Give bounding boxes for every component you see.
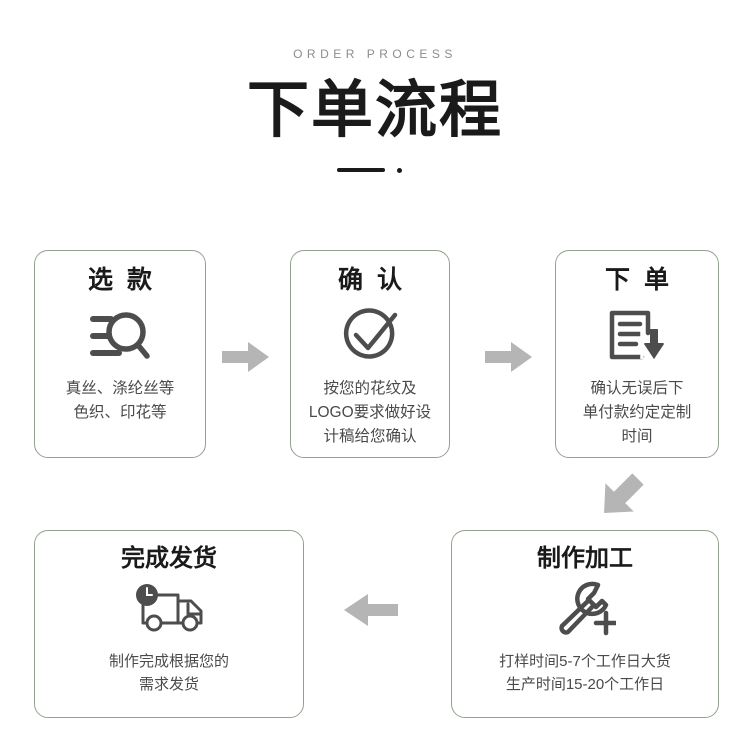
step-title: 制作加工 xyxy=(537,545,633,572)
arrow-down-left-icon xyxy=(595,470,647,527)
divider-dot xyxy=(397,168,402,173)
step-title: 下 单 xyxy=(605,266,669,294)
arrow-left-icon xyxy=(342,592,398,633)
page-title: 下单流程 xyxy=(246,76,503,145)
step-title: 完成发货 xyxy=(121,545,217,572)
document-download-icon xyxy=(606,305,668,367)
divider-bar xyxy=(337,168,385,172)
search-list-icon xyxy=(89,305,151,367)
step-card-select-style[interactable]: 选 款 真丝、涤纶丝等 色织、印花等 xyxy=(34,250,206,458)
step-card-place-order[interactable]: 下 单 确认无误后下 单付款约定定制 时间 xyxy=(555,250,719,458)
step-description: 真丝、涤纶丝等 色织、印花等 xyxy=(65,380,175,422)
step-description: 制作完成根据您的 需求发货 xyxy=(108,652,229,694)
eyebrow-text: ORDER PROCESS xyxy=(293,47,457,61)
step-description: 打样时间5-7个工作日大货 生产时间15-20个工作日 xyxy=(499,652,671,694)
title-divider xyxy=(0,164,750,176)
step-description: 按您的花纹及 LOGO要求做好设 计稿给您确认 xyxy=(308,380,432,446)
wrench-plus-icon xyxy=(554,580,616,638)
arrow-right-icon xyxy=(485,340,533,379)
step-card-production[interactable]: 制作加工 打样时间5-7个工作日大货 生产时间15-20个工作日 xyxy=(451,530,719,718)
arrow-right-icon xyxy=(222,340,270,379)
page-header: ORDER PROCESS 下单流程 xyxy=(0,0,750,176)
check-circle-icon xyxy=(340,305,400,367)
step-description: 确认无误后下 单付款约定定制 时间 xyxy=(582,380,692,446)
truck-clock-icon xyxy=(131,580,207,638)
step-title: 选 款 xyxy=(88,266,152,294)
step-card-shipping[interactable]: 完成发货 制作完成根据您的 需求发货 xyxy=(34,530,304,718)
step-title: 确 认 xyxy=(338,266,402,294)
step-card-confirm[interactable]: 确 认 按您的花纹及 LOGO要求做好设 计稿给您确认 xyxy=(290,250,450,458)
